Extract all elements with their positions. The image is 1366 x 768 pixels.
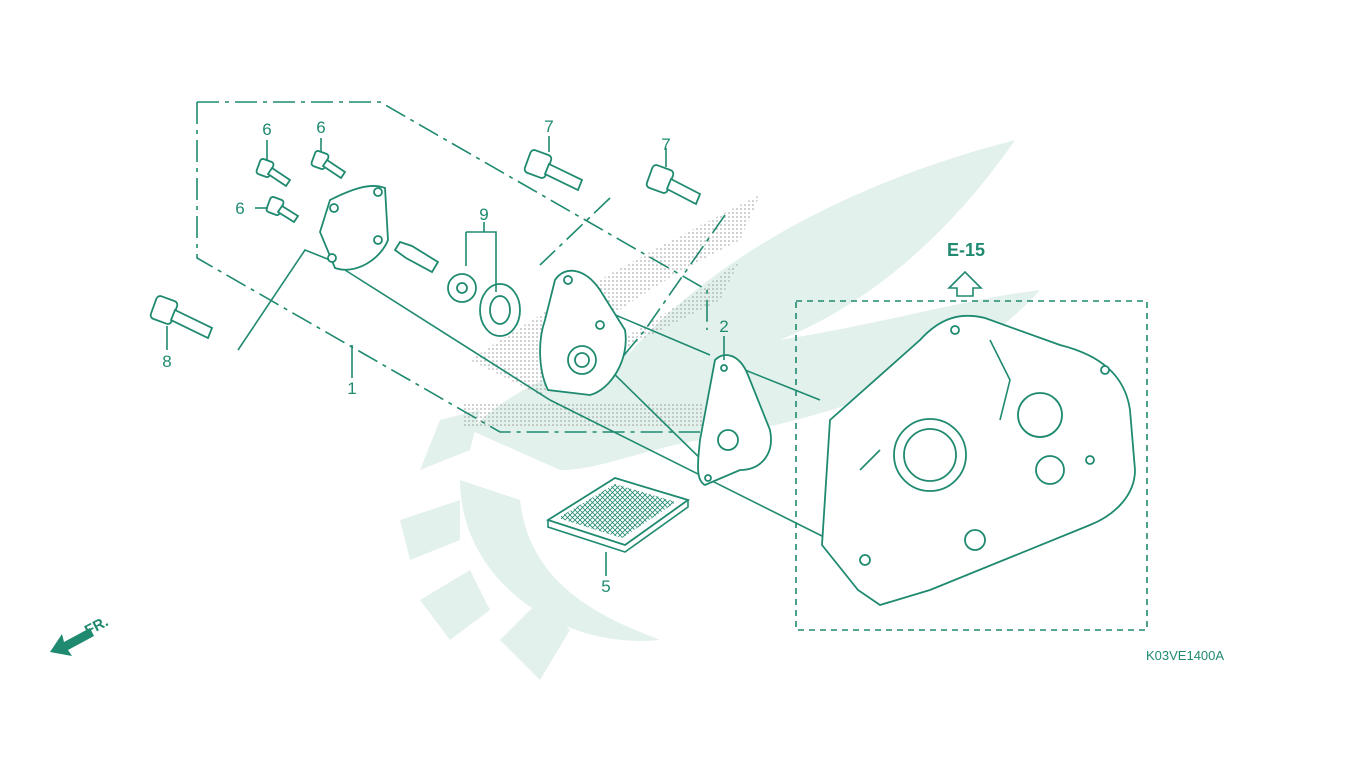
front-arrow-icon — [50, 628, 94, 656]
callout-1: 1 — [347, 379, 356, 398]
bolt-7-left — [523, 149, 584, 192]
reference-label-e15[interactable]: E-15 — [947, 240, 985, 260]
diagram-code: K03VE1400A — [1146, 648, 1224, 663]
callout-6-lower: 6 — [235, 199, 244, 218]
callout-6-upper-right: 6 — [316, 118, 325, 137]
callout-5: 5 — [601, 577, 610, 596]
bolt-6-upper-right — [310, 150, 347, 180]
pump-cover — [319, 185, 389, 271]
callout-leaders — [166, 136, 725, 576]
callout-7-left: 7 — [544, 117, 553, 136]
callout-2: 2 — [719, 317, 728, 336]
gasket-2 — [697, 354, 772, 486]
callout-6-upper-left: 6 — [262, 120, 271, 139]
callout-9: 9 — [479, 205, 488, 224]
guide-lines — [237, 249, 831, 541]
pump-shaft — [393, 240, 440, 274]
bolt-8 — [149, 295, 214, 340]
crankcase — [821, 314, 1136, 606]
front-direction-indicator: FR. — [50, 613, 111, 656]
bolt-6-lower — [265, 196, 300, 224]
assembly-outline — [196, 101, 726, 433]
bolt-6-upper-left — [255, 158, 292, 188]
pump-body — [539, 269, 627, 396]
inner-rotor — [447, 273, 477, 303]
reference-arrow-up-icon — [947, 270, 983, 297]
callout-7-right: 7 — [661, 135, 670, 154]
oil-strainer-screen — [545, 477, 691, 553]
outer-rotor — [479, 283, 521, 337]
bolt-7-right — [645, 164, 702, 206]
callout-8: 8 — [162, 352, 171, 371]
